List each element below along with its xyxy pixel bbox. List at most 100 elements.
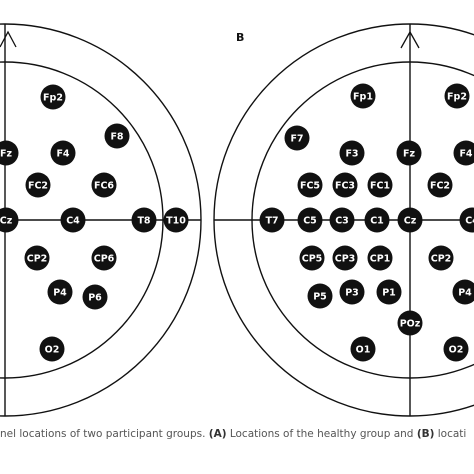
panel-a-electrode-label-t10: T10 [166,216,186,227]
panel-b-electrode-fc5: FC5 [297,172,323,198]
panel-a-electrode-o2: O2 [39,336,65,362]
panel-b-electrode-f3: F3 [339,140,365,166]
panel-b-electrode-poz: POz [397,310,423,336]
panel-b-electrode-label-cp3: CP3 [335,254,356,265]
panel-b-electrode-label-f3: F3 [345,149,358,160]
panel-b-electrode-dot-o1 [350,336,376,362]
panel-a-electrode-fp2: Fp2 [40,84,66,110]
panel-b-electrode-label-p3: P3 [345,288,359,299]
caption-text-2: Locations of the healthy group and [226,428,417,440]
caption-bold-a: (A) [208,428,227,440]
panel-b-electrode-dot-poz [397,310,423,336]
panel-a-electrode-label-p4: P4 [53,288,67,299]
panel-a-electrode-label-fp2: Fp2 [43,93,63,104]
panel-b-electrode-o2: O2 [443,336,469,362]
panel-b-electrode-dot-cp1 [367,245,393,271]
caption-bold-b: (B) [416,428,435,440]
panel-b-electrode-dot-fc1 [367,172,393,198]
panel-b-electrode-fc2: FC2 [427,172,453,198]
panel-b-electrode-label-fc5: FC5 [300,181,320,192]
panel-b-electrode-label-cp2: CP2 [431,254,452,265]
panel-b-electrode-dot-c3 [329,207,355,233]
figure-caption: nel locations of two participant groups.… [0,428,466,440]
panel-a-electrode-t10: T10 [163,207,189,233]
panel-b-electrode-label-c1: C1 [370,216,384,227]
panel-b-electrode-fp2: Fp2 [444,83,470,109]
panel-b-electrode-label-cp1: CP1 [370,254,391,265]
panel-a-electrode-c4: C4 [60,207,86,233]
panel-b-electrode-dot-p4 [452,279,474,305]
caption-text-1: nel locations of two participant groups. [0,428,209,440]
panel-a-electrode-dot-p4 [47,279,73,305]
panel-b-electrode-p5: P5 [307,283,333,309]
panel-a-electrode-f4: F4 [50,140,76,166]
panel-b-electrode-dot-cp5 [299,245,325,271]
panel-b-electrode-cp5: CP5 [299,245,325,271]
panel-b-electrode-dot-o2 [443,336,469,362]
panel-a-electrode-dot-cz [0,207,19,233]
panel-b-electrode-dot-fp1 [350,83,376,109]
panel-b-label: B [236,31,245,44]
caption-text-3: locati [434,428,467,440]
panel-b-electrode-c3: C3 [329,207,355,233]
panel-a-electrode-p6: P6 [82,284,108,310]
panel-b-electrode-f4: F4 [453,140,474,166]
panel-b-electrode-label-o2: O2 [449,345,464,356]
panel-b-electrode-label-fp1: Fp1 [353,92,373,103]
panel-a-electrode-dot-fp2 [40,84,66,110]
panel-b-electrode-label-cz: Cz [404,216,417,227]
panel-a-electrode-dot-o2 [39,336,65,362]
panel-a-electrode-label-c4: C4 [66,216,80,227]
panel-a-electrode-label-fc6: FC6 [94,181,114,192]
panel-b-electrode-dot-p5 [307,283,333,309]
panel-b-electrode-dot-c4 [459,207,474,233]
panel-a-electrode-dot-p6 [82,284,108,310]
panel-b-electrode-cp2: CP2 [428,245,454,271]
panel-b-electrode-f7: F7 [284,125,310,151]
panel-a-electrode-dot-c4 [60,207,86,233]
panel-a-electrode-label-o2: O2 [45,345,60,356]
panel-a-electrode-label-cp6: CP6 [94,254,115,265]
panel-b-electrode-label-fc1: FC1 [370,181,390,192]
panel-b-nose [400,30,420,49]
panel-b-electrode-dot-fc3 [332,172,358,198]
panel-a-electrode-cp2: CP2 [24,245,50,271]
panel-b-electrode-dot-fc5 [297,172,323,198]
panel-b-electrode-label-o1: O1 [356,345,371,356]
panel-b-electrode-dot-p1 [376,279,402,305]
panel-b-electrode-c4: C4 [459,207,474,233]
panel-b-electrode-label-fz: Fz [403,149,415,160]
panel-a-electrode-t8: T8 [131,207,157,233]
panel-b-electrode-p3: P3 [339,279,365,305]
panel-b-electrode-dot-p3 [339,279,365,305]
panel-a-electrode-dot-cp6 [91,245,117,271]
panel-a-electrode-dot-fc2 [25,172,51,198]
panel-a-electrode-label-cz: Cz [0,216,13,227]
panel-a-electrode-dot-f8 [104,123,130,149]
panel-b-electrode-p1: P1 [376,279,402,305]
panel-a-electrode-fc6: FC6 [91,172,117,198]
panel-a-electrode-dot-f4 [50,140,76,166]
panel-b-electrode-dot-t7 [259,207,285,233]
panel-b-electrode-label-c4: C4 [465,216,474,227]
panel-a-electrode-fc2: FC2 [25,172,51,198]
panel-b-electrode-label-fc2: FC2 [430,181,450,192]
panel-a-electrode-p4: P4 [47,279,73,305]
panel-a-nose [0,30,17,48]
panel-a-electrode-dot-t8 [131,207,157,233]
panel-a-electrode-label-cp2: CP2 [27,254,48,265]
panel-b-electrode-dot-fp2 [444,83,470,109]
panel-b-electrode-label-fc3: FC3 [335,181,355,192]
panel-b-electrode-label-t7: T7 [265,216,278,227]
panel-b-electrode-dot-cp3 [332,245,358,271]
panel-b-electrode-c5: C5 [297,207,323,233]
panel-a-electrode-label-t8: T8 [137,216,150,227]
panel-a-electrode-cz: Cz [0,207,19,233]
panel-b-electrode-fc3: FC3 [332,172,358,198]
panel-b-electrode-dot-f7 [284,125,310,151]
panel-b-electrode-o1: O1 [350,336,376,362]
